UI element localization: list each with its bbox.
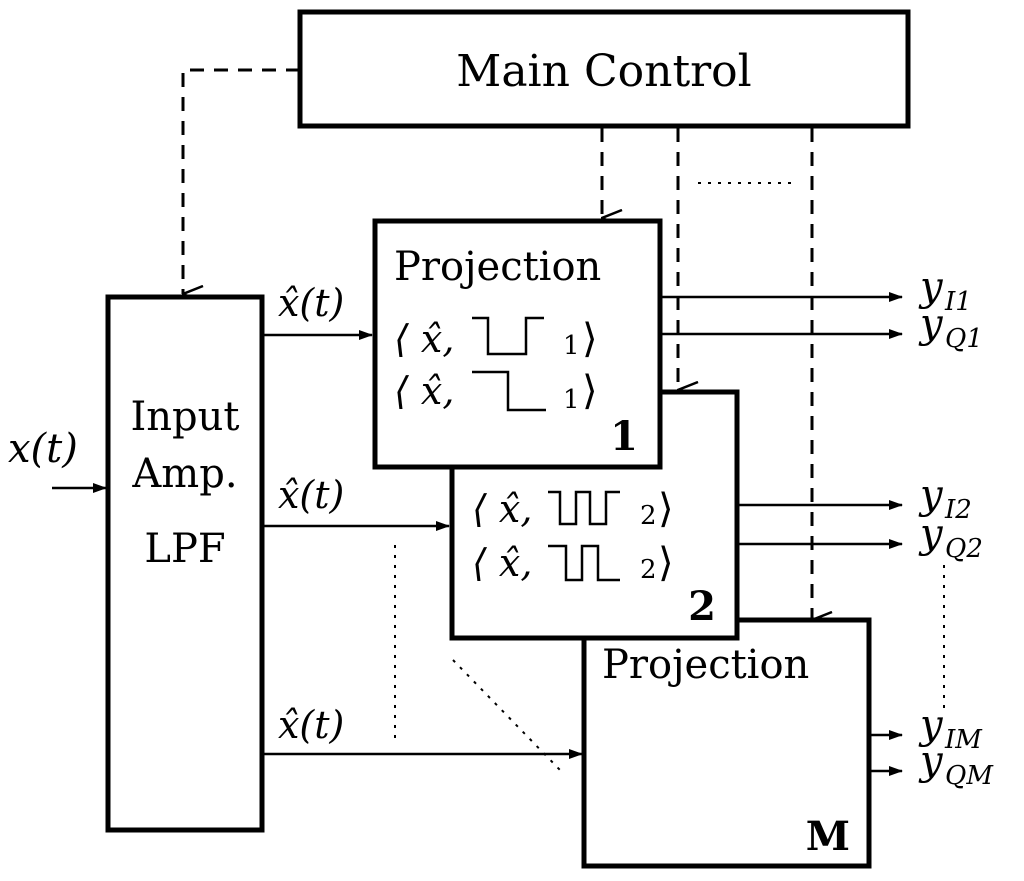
output-label-yQ1: y Q1 [918, 301, 983, 354]
output-label-yQ2: y Q2 [918, 511, 983, 564]
projection-2-index: 2 [688, 583, 716, 630]
svg-text:QM: QM [945, 761, 994, 791]
projection-1-row2-sub: 1 [563, 385, 580, 415]
projection-m-title: Projection [602, 642, 809, 688]
projection-2-row2-suffix: ⟩ [658, 540, 674, 586]
branch-label-m: x̂(t) [278, 703, 344, 747]
input-block-line1: Input [130, 394, 239, 440]
projection-2-row1-suffix: ⟩ [658, 486, 674, 532]
projection-2-row1-sub: 2 [640, 501, 657, 531]
projection-1-row1-suffix: ⟩ [582, 316, 598, 362]
svg-text:I1: I1 [944, 287, 972, 317]
basis-step-icon [472, 370, 546, 412]
control-line-input [181, 68, 300, 294]
main-control-label: Main Control [456, 46, 751, 97]
basis-shifted-square-wave-icon [548, 544, 620, 582]
branch-label-2: x̂(t) [278, 473, 344, 517]
input-block-line3: LPF [144, 526, 225, 572]
svg-text:IM: IM [944, 725, 983, 755]
svg-text:I2: I2 [944, 495, 972, 525]
output-label-yQM: y QM [918, 738, 994, 791]
basis-square-wave-icon [548, 490, 620, 526]
projection-m-block [581, 617, 872, 869]
svg-text:Q2: Q2 [945, 534, 983, 564]
projection-2-row1-prefix: ⟨ x̂, [472, 487, 532, 531]
projection-1-title: Projection [394, 244, 601, 290]
svg-text:y: y [918, 738, 944, 784]
output-label-yIM: y IM [918, 702, 983, 755]
projection-1-block [372, 218, 663, 470]
input-signal-label: x(t) [8, 426, 78, 472]
svg-text:y: y [918, 702, 944, 748]
projection-1-row1-sub: 1 [563, 331, 580, 361]
projection-1-row2-prefix: ⟨ x̂, [394, 369, 454, 413]
svg-text:y: y [918, 511, 944, 557]
projection-2-row2-sub: 2 [640, 555, 657, 585]
svg-text:Q1: Q1 [945, 324, 983, 354]
projection-1-index: 1 [610, 413, 638, 460]
projection-1-row2-suffix: ⟩ [582, 368, 598, 414]
basis-pulse-icon [472, 316, 544, 356]
projection-2-row2-prefix: ⟨ x̂, [472, 541, 532, 585]
input-block-line2: Amp. [131, 451, 237, 497]
input-amp-lpf-block [105, 294, 265, 833]
branch-label-1: x̂(t) [278, 281, 344, 325]
output-label-yI1: y I1 [918, 264, 972, 317]
output-label-yI2: y I2 [918, 472, 972, 525]
projection-1-row1-prefix: ⟨ x̂, [394, 317, 454, 361]
projection-m-index: M [806, 813, 850, 860]
svg-text:y: y [918, 301, 944, 347]
svg-text:y: y [918, 264, 944, 310]
svg-text:y: y [918, 472, 944, 518]
